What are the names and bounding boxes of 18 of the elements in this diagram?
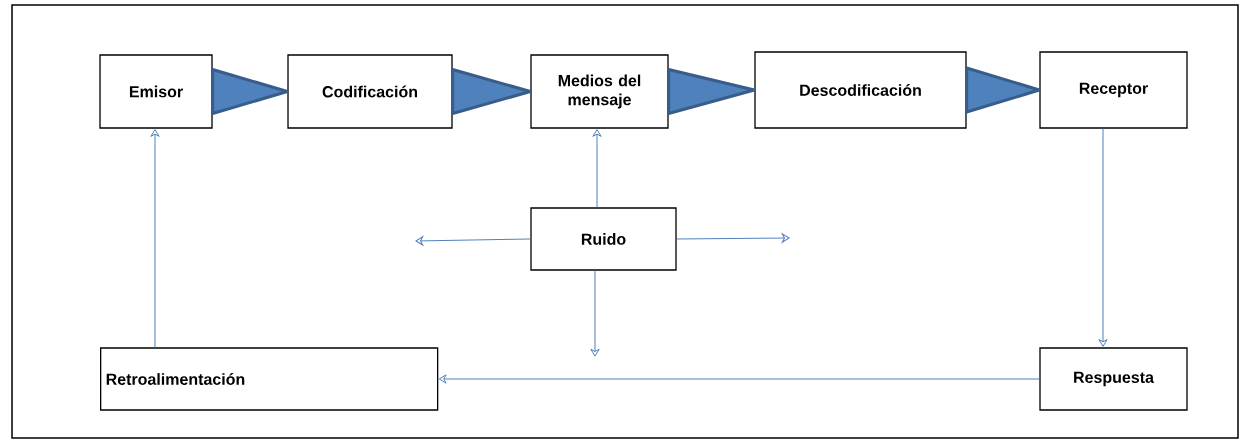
process-box: Codificación (287, 54, 453, 129)
process-box: Receptor (1039, 51, 1188, 129)
arrow (150, 129, 160, 348)
process-box: Medios del mensaje (530, 54, 669, 129)
process-box: Descodificación (754, 51, 967, 129)
triangle-arrow (965, 66, 1041, 114)
arrow (590, 270, 600, 357)
process-box: Respuesta (1039, 347, 1188, 411)
process-box: Retroalimentación (100, 347, 439, 411)
arrow (415, 236, 531, 246)
process-box: Ruido (530, 207, 677, 271)
triangle-arrow (667, 68, 756, 115)
triangle-arrow (211, 68, 289, 115)
arrow (592, 129, 602, 208)
arrow (1098, 128, 1108, 347)
arrow (438, 374, 1040, 384)
triangle-arrow (451, 68, 532, 115)
arrow (676, 233, 790, 243)
